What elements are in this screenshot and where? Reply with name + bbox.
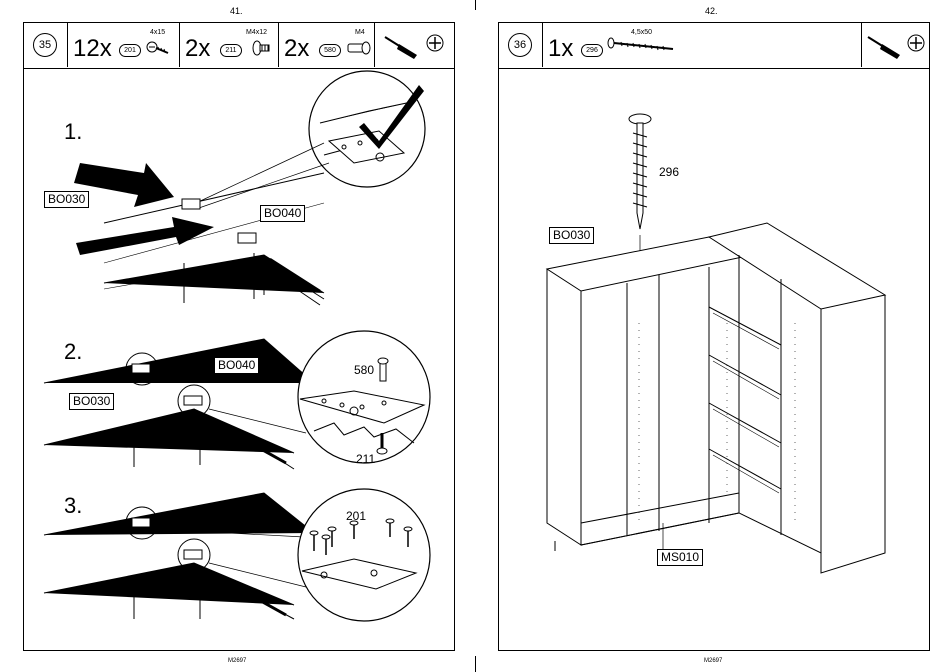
instruction-page-41: 35 12x 201 4x15 2x 211 M4x12 2x: [23, 22, 455, 651]
part-label: MS010: [657, 549, 703, 566]
crop-mark-top: [475, 0, 476, 10]
crop-mark-bottom: [475, 656, 476, 672]
instruction-page-42: 36 1x 296 4,5x50: [498, 22, 930, 651]
hardware-callout: 201: [346, 509, 366, 523]
corner-wardrobe-illustration: [499, 23, 929, 648]
page-number: 42.: [705, 6, 718, 16]
substep-3-illustration: [24, 23, 454, 648]
hardware-callout: 296: [659, 165, 679, 179]
page-footer-code: M2697: [704, 658, 722, 664]
page-number: 41.: [230, 6, 243, 16]
part-label: BO030: [549, 227, 594, 244]
page-footer-code: M2697: [228, 658, 246, 664]
